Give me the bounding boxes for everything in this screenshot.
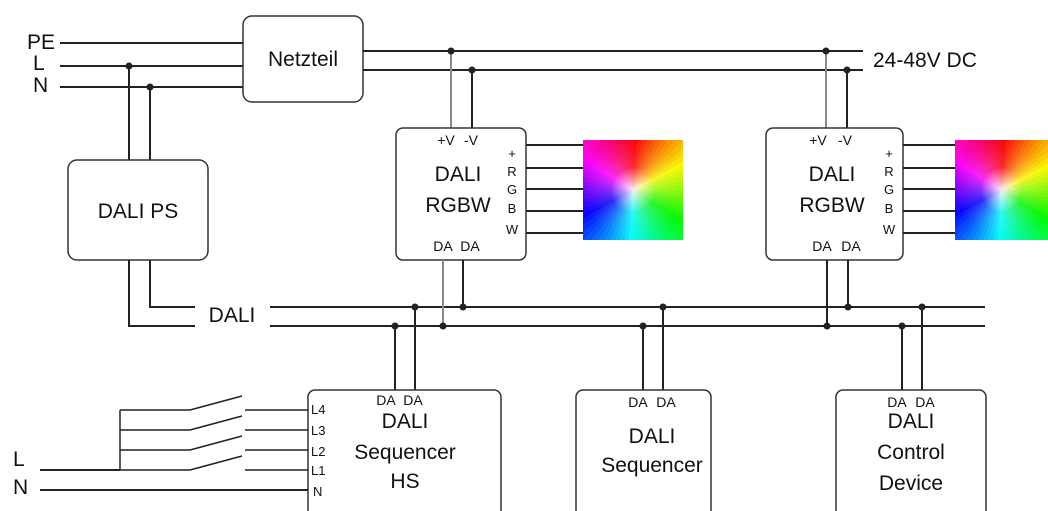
rgbw-right-da2-junction: [844, 303, 852, 311]
rgbw-left-da1: DA: [433, 238, 453, 254]
netzteil-box: [242, 15, 364, 103]
pe-label: PE: [27, 31, 55, 54]
rgbw-left-out-w: W: [506, 222, 519, 237]
rgbw-right-out-g: G: [884, 182, 894, 197]
ctrl-line2: Control: [877, 441, 945, 464]
switch-n-label: N: [13, 476, 28, 499]
rgbw-right-vminus-junction: [843, 66, 851, 74]
led-panel-left: [583, 140, 683, 240]
n-label: N: [33, 74, 48, 97]
ctrl-line1: DALI: [888, 410, 935, 433]
seq-hs-box: [307, 389, 502, 511]
seq-hs-da2: DA: [403, 392, 423, 408]
rgbw-right-da1: DA: [812, 238, 832, 254]
seq-hs-in-l3: L3: [311, 423, 325, 438]
seq-hs-line2: Sequencer: [354, 441, 456, 464]
netzteil-label: Netzteil: [268, 48, 338, 71]
rgbw-right-vplus-junction: [822, 47, 830, 55]
dali-ps-label: DALI PS: [98, 200, 179, 223]
dc-label: 24-48V DC: [873, 49, 977, 72]
rgbw-left-da2: DA: [460, 238, 480, 254]
rgbw-left-box: [395, 127, 527, 261]
rgbw-left-vplus: +V: [437, 132, 455, 148]
seq-line2: Sequencer: [601, 454, 703, 477]
ctrl-da1: DA: [887, 394, 907, 410]
rgbw-left-out-plus: +: [508, 146, 516, 161]
rgbw-left-name1: DALI: [435, 163, 482, 186]
seq-hs-da2-junction: [411, 303, 419, 311]
rgb-color-wheel-icon: [955, 140, 1048, 240]
dali-ps-box: [67, 159, 209, 261]
rgbw-left-vminus: -V: [464, 132, 479, 148]
rgbw-right-name1: DALI: [809, 163, 856, 186]
rgbw-left-out-g: G: [507, 182, 517, 197]
seq-hs-da1-junction: [391, 322, 399, 330]
rgbw-left-vplus-junction: [447, 47, 455, 55]
ctrl-da2-junction: [918, 303, 926, 311]
led-panel-right: [955, 140, 1048, 240]
seq-da2-junction: [659, 303, 667, 311]
rgbw-left-out-b: B: [508, 201, 517, 216]
rgb-color-wheel-icon: [583, 140, 683, 240]
rgbw-right-vminus: -V: [838, 132, 853, 148]
rgbw-right-vplus: +V: [809, 132, 827, 148]
rgbw-right-out-r: R: [884, 164, 893, 179]
seq-line1: DALI: [629, 425, 676, 448]
control-box: [835, 389, 987, 511]
switch-l-label: L: [13, 448, 25, 471]
seq-hs-in-l4: L4: [311, 402, 325, 417]
seq-box: [575, 389, 712, 511]
ctrl-line3: Device: [879, 472, 943, 495]
rgbw-left-da2-junction: [459, 303, 467, 311]
rgbw-left-vminus-junction: [468, 66, 476, 74]
seq-hs-in-n: N: [313, 484, 322, 499]
rgbw-right-da2: DA: [841, 238, 861, 254]
rgbw-left-da1-junction: [439, 322, 447, 330]
seq-da1: DA: [628, 394, 648, 410]
dali-ps-out-b: [128, 260, 195, 327]
rgbw-right-out-b: B: [885, 201, 894, 216]
ctrl-da2: DA: [915, 394, 935, 410]
seq-hs-da1: DA: [376, 392, 396, 408]
pushbutton-switch-icon: [119, 395, 308, 471]
rgbw-left-name2: RGBW: [425, 194, 491, 217]
seq-hs-in-l1: L1: [311, 463, 325, 478]
seq-da2: DA: [656, 394, 676, 410]
rgbw-right-da1-junction: [823, 322, 831, 330]
seq-da1-junction: [639, 322, 647, 330]
rgbw-right-box: [765, 127, 904, 261]
seq-hs-line1: DALI: [382, 410, 429, 433]
seq-hs-in-l2: L2: [311, 444, 325, 459]
dali-ps-out-a: [149, 260, 195, 308]
rgbw-right-out-plus: +: [885, 146, 893, 161]
rgbw-right-out-w: W: [883, 222, 896, 237]
dali-bus-label: DALI: [209, 304, 256, 327]
ctrl-da1-junction: [898, 322, 906, 330]
rgbw-right-name2: RGBW: [799, 194, 865, 217]
l-label: L: [33, 52, 45, 75]
rgbw-left-out-r: R: [507, 164, 516, 179]
seq-hs-line3: HS: [390, 470, 419, 493]
